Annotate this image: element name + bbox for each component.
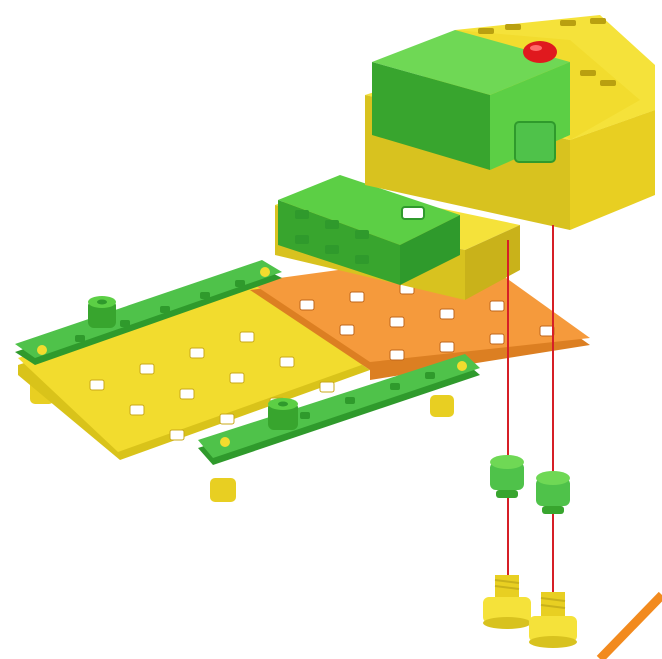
module-latch	[515, 122, 555, 162]
push-button-red	[523, 41, 557, 63]
nut-on-strip-front	[268, 398, 298, 430]
nut-on-strip-back	[88, 296, 116, 328]
